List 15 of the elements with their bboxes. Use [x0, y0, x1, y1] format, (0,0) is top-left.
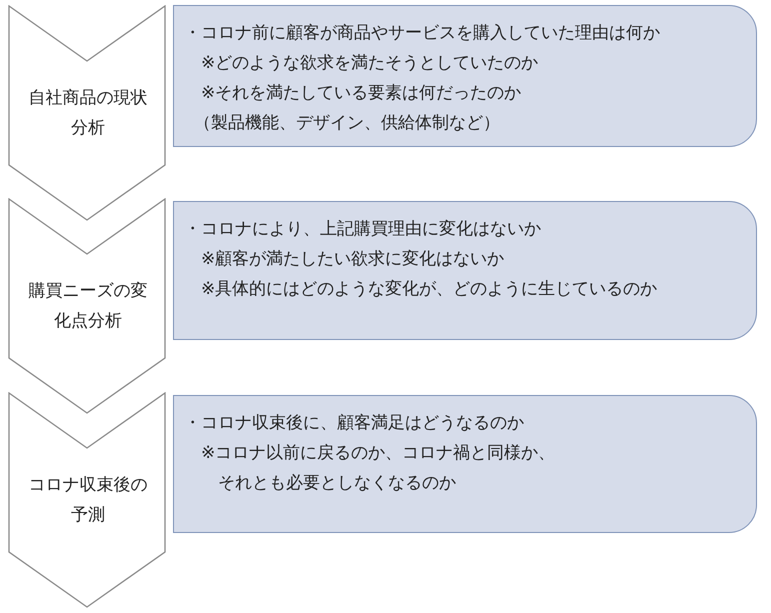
- bullet-text: ・コロナ収束後に、顧客満足はどうなるのか: [184, 412, 525, 435]
- description-box: [173, 395, 757, 533]
- note-text: ※具体的にはどのような変化が、どのように生じているのか: [200, 278, 658, 301]
- note-text: ※それを満たしている要素は何だったのか: [200, 82, 522, 105]
- note-text: ※どのような欲求を満たそうとしていたのか: [200, 52, 540, 75]
- bullet-text: ・コロナ前に顧客が商品やサービスを購入していた理由は何か: [184, 22, 661, 45]
- step-label: 自社商品の現状分析: [28, 87, 148, 140]
- step-label: コロナ収束後の予測: [28, 474, 148, 527]
- step-label: 購買ニーズの変化点分析: [28, 280, 148, 333]
- note-text: ※顧客が満たしたい欲求に変化はないか: [200, 248, 506, 271]
- description-box: [173, 201, 757, 340]
- note-text: （製品機能、デザイン、供給体制など）: [193, 112, 501, 135]
- bullet-text: ・コロナにより、上記購買理由に変化はないか: [184, 218, 542, 241]
- description-box: [173, 5, 757, 147]
- note-text: ※コロナ以前に戻るのか、コロナ禍と同様か、それとも必要としなくなるのか: [200, 442, 556, 495]
